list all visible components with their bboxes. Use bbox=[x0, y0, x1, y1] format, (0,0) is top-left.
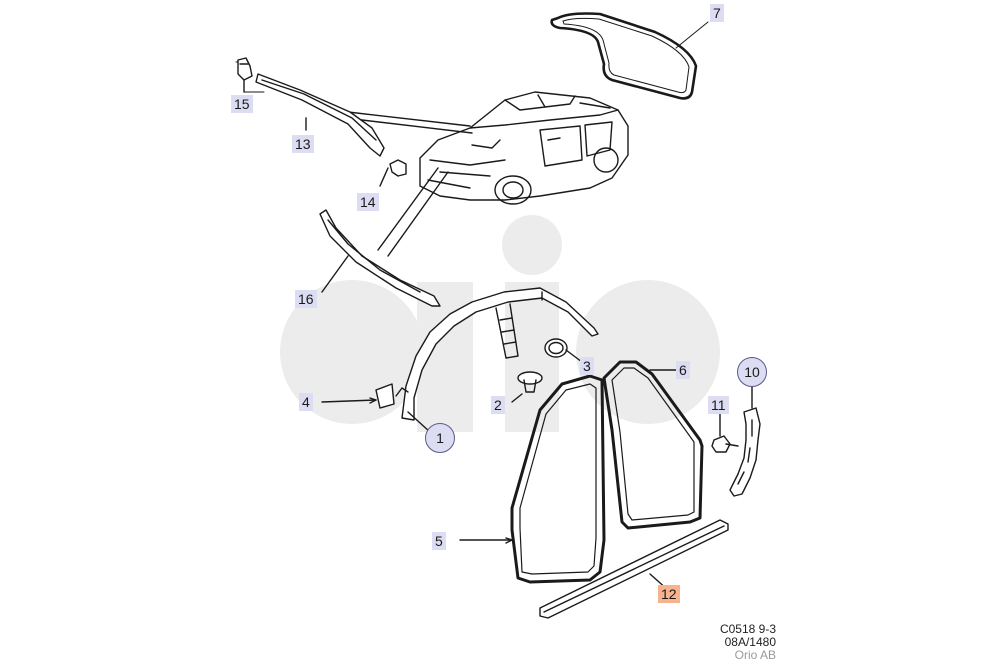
callout-1: 1 bbox=[425, 423, 455, 453]
callout-14: 14 bbox=[357, 193, 379, 211]
part-1-door-frame-molding bbox=[395, 287, 599, 433]
callout-16: 16 bbox=[295, 290, 317, 308]
car-illustration bbox=[419, 91, 629, 205]
callout-2: 2 bbox=[491, 396, 505, 414]
part-15-clip bbox=[237, 57, 253, 93]
callout-3: 3 bbox=[580, 357, 594, 375]
callout-15: 15 bbox=[231, 95, 253, 113]
callout-13: 13 bbox=[292, 135, 314, 153]
part-13-roof-molding bbox=[255, 73, 385, 157]
part-16-windscreen-molding bbox=[319, 209, 441, 307]
callout-6: 6 bbox=[676, 361, 690, 379]
callout-4: 4 bbox=[299, 393, 313, 411]
part-2-fastener bbox=[511, 371, 543, 403]
part-3-plug bbox=[544, 338, 583, 363]
callout-5: 5 bbox=[432, 532, 446, 550]
callout-10: 10 bbox=[737, 357, 767, 387]
part-4-bracket bbox=[321, 383, 395, 409]
part-12-sill-seal bbox=[539, 519, 729, 619]
callout-7: 7 bbox=[710, 4, 724, 22]
callout-12: 12 bbox=[658, 585, 680, 603]
part-5-front-door-seal bbox=[459, 374, 606, 584]
part-6-rear-door-seal bbox=[602, 360, 704, 530]
callout-11: 11 bbox=[708, 396, 729, 414]
part-11-clip bbox=[711, 411, 739, 453]
part-14-clip bbox=[379, 159, 407, 187]
diagram-footer: C0518 9-3 08A/1480 Orio AB bbox=[720, 623, 776, 662]
part-10-strip bbox=[729, 383, 761, 497]
diagram-reference: 08A/1480 bbox=[724, 635, 776, 649]
brand-label: Orio AB bbox=[734, 648, 776, 662]
part-7-tailgate-seal bbox=[550, 12, 709, 100]
diagram-code: C0518 9-3 bbox=[719, 622, 776, 636]
